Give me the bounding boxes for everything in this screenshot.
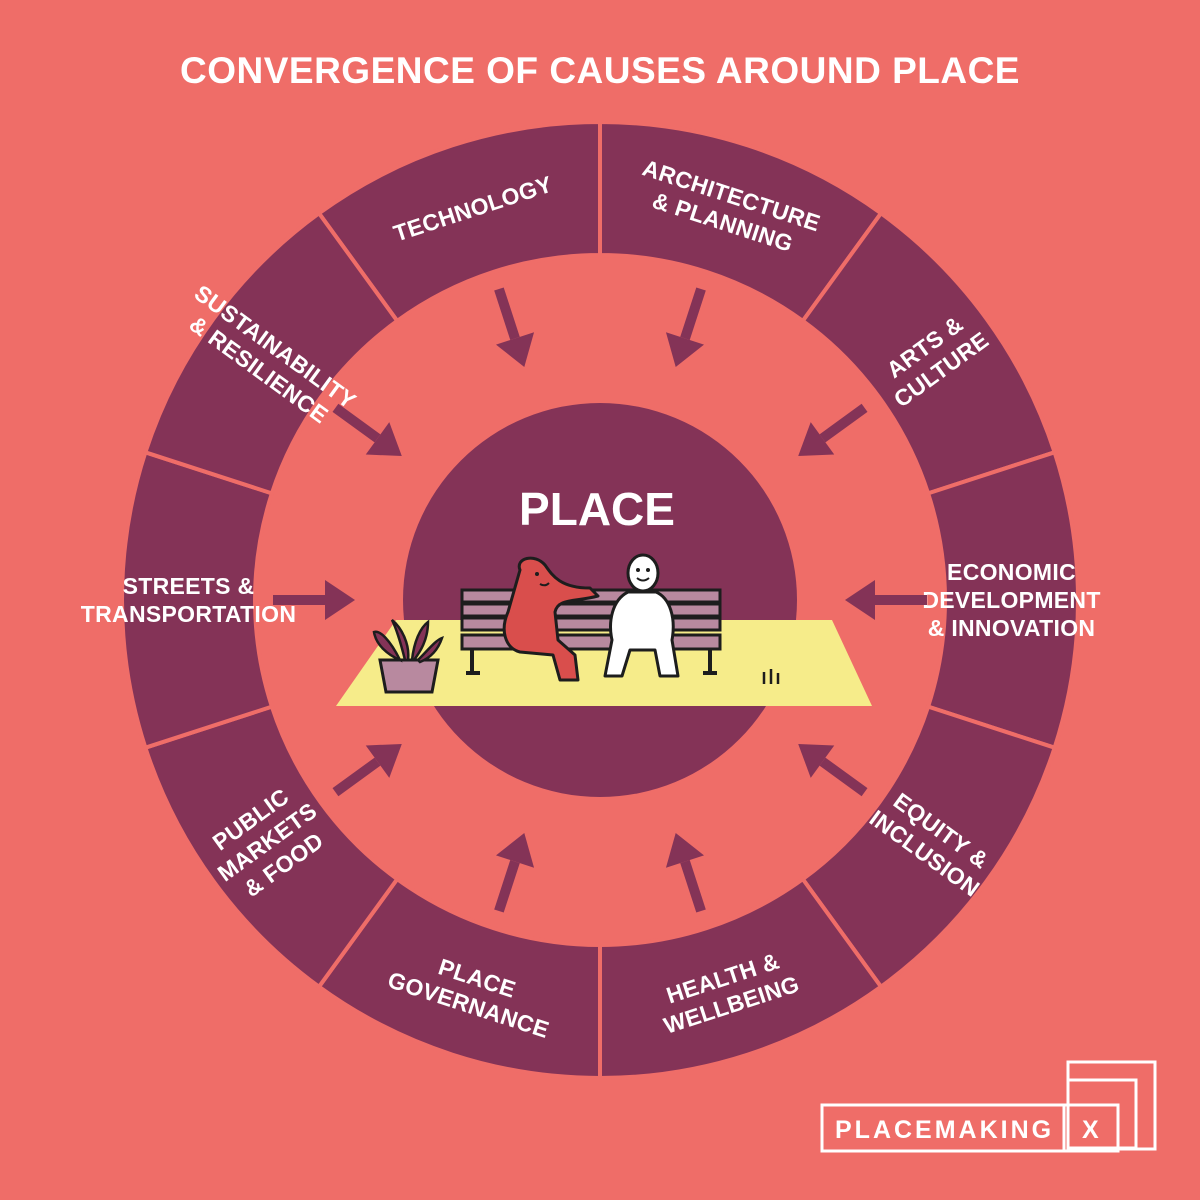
arrow-head-streets-transportation	[325, 580, 355, 620]
arrow-head-technology	[495, 332, 535, 367]
segment-label-line: STREETS &	[123, 573, 255, 599]
arrow-shaft-sustainability-resilience	[332, 403, 381, 443]
arrow-head-place-governance	[495, 833, 535, 868]
arrow-shaft-equity-inclusion	[819, 757, 868, 797]
red-person	[502, 556, 600, 682]
segment-label-line: TRANSPORTATION	[81, 601, 296, 627]
segment-streets-transportation	[120, 449, 275, 751]
grass-tuft	[762, 669, 780, 684]
segment-label-streets-transportation: STREETS &TRANSPORTATION	[81, 573, 296, 627]
brand-mark: X	[1082, 1116, 1102, 1144]
white-person	[603, 553, 680, 678]
arrow-shaft-architecture-planning	[680, 287, 706, 341]
segment-label-line: & INNOVATION	[928, 615, 1096, 641]
page-title: CONVERGENCE OF CAUSES AROUND PLACE	[180, 50, 1020, 91]
arrow-head-public-markets-food	[365, 744, 402, 778]
arrow-shaft-place-governance	[494, 859, 520, 913]
arrow-head-architecture-planning	[665, 332, 705, 367]
arrow-shaft-arts-culture	[819, 403, 868, 443]
place-label: PLACE	[519, 483, 675, 535]
arrow-head-economic-development-innovation	[845, 580, 875, 620]
brand-name: PLACEMAKING	[835, 1116, 1054, 1144]
arrow-head-sustainability-resilience	[365, 422, 402, 456]
arrow-head-equity-inclusion	[798, 744, 835, 778]
arrow-group	[273, 287, 927, 913]
segment-label-line: ECONOMIC	[947, 559, 1076, 585]
arrow-shaft-public-markets-food	[332, 757, 381, 797]
segment-label-line: DEVELOPMENT	[922, 587, 1100, 613]
two-people-on-bench-icon	[336, 553, 872, 706]
arrow-shaft-health-wellbeing	[680, 859, 706, 913]
segment-sustainability-resilience	[142, 210, 401, 496]
arrow-head-arts-culture	[798, 422, 835, 456]
placemaking-x-logo: PLACEMAKING X	[820, 1060, 1157, 1153]
arrow-head-health-wellbeing	[665, 833, 705, 868]
arrow-shaft-technology	[494, 287, 520, 341]
potted-plant-icon	[372, 619, 444, 694]
